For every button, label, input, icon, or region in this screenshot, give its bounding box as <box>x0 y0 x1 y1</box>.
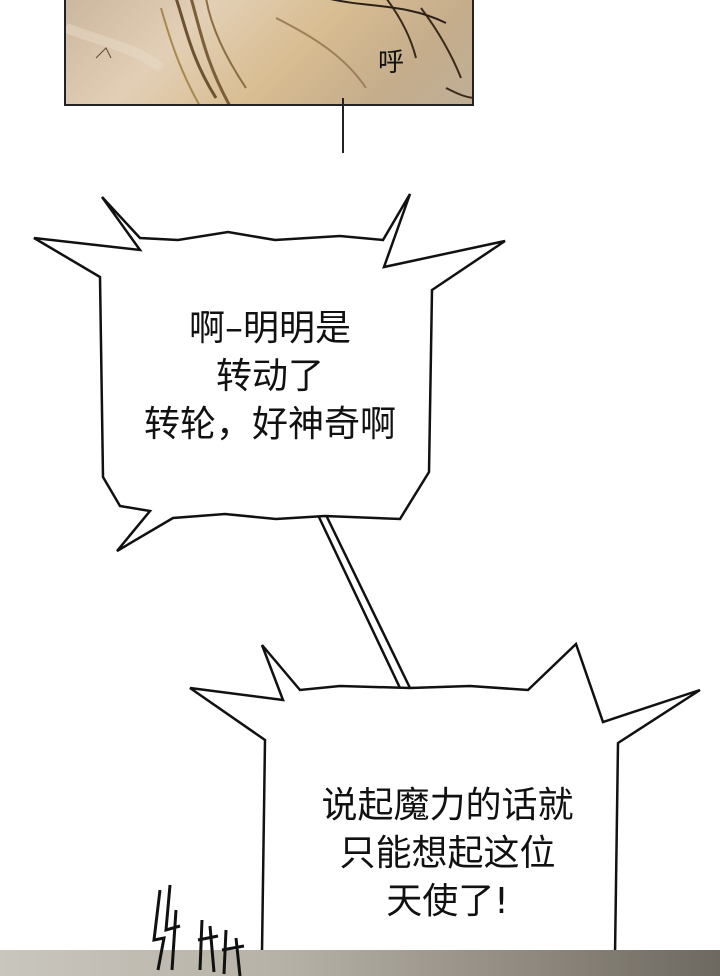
top-comic-panel: 呼 <box>64 0 474 106</box>
speech-line: 说起魔力的话就 <box>321 785 574 826</box>
speech-bubble-2 <box>189 641 701 976</box>
bottom-comic-panel <box>0 950 720 976</box>
hand-drawn-sfx-icon <box>152 884 245 976</box>
bubble-connector <box>316 514 412 689</box>
sfx-sigh-text: 呼 <box>378 48 406 78</box>
speech-line: 只能想起这位 <box>339 833 556 874</box>
panel-artwork <box>66 0 472 104</box>
speech-line: 天使了! <box>386 881 509 922</box>
speech-line: 啊–明明是 <box>188 308 351 349</box>
speech-bubble-1-text: 啊–明明是 转动了 转轮，好神奇啊 <box>100 305 440 449</box>
speech-bubble-2-text: 说起魔力的话就 只能想起这位 天使了! <box>270 782 625 926</box>
sfx-tail-line <box>342 98 344 153</box>
speech-line: 转轮，好神奇啊 <box>143 404 396 445</box>
speech-bubble-1 <box>33 193 506 553</box>
speech-line: 转动了 <box>215 356 324 397</box>
